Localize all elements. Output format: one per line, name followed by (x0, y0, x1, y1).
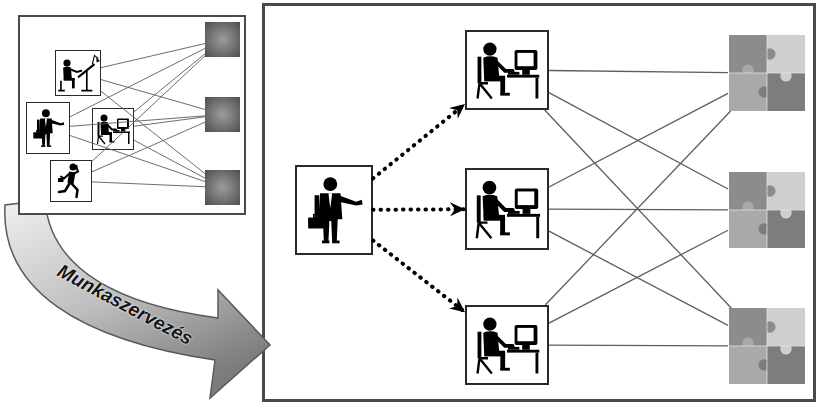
puzzle-icon (728, 308, 806, 384)
task-square (205, 170, 240, 205)
manager-icon (308, 177, 363, 243)
link-line (101, 44, 205, 68)
link-line (92, 56, 205, 162)
person-icon (55, 50, 101, 96)
link-line (549, 70, 728, 72)
group-frame (18, 15, 246, 215)
dotted-arrow (373, 207, 465, 212)
link-line (549, 231, 728, 325)
group-frame (262, 3, 816, 402)
person-icon (98, 115, 131, 145)
arrow-body (5, 200, 270, 398)
icon-graphic (205, 170, 240, 205)
icon-graphic (51, 161, 91, 201)
curved-arrow: Munkaszervezés (0, 195, 276, 404)
icon-graphic (467, 32, 547, 108)
link-line (134, 54, 205, 112)
worker-icon (478, 317, 540, 373)
link-line (549, 345, 728, 347)
worker-icon (477, 181, 540, 239)
worker-icon (465, 168, 549, 250)
person-icon (58, 164, 78, 198)
icon-graphic (467, 170, 547, 248)
icon-graphic (297, 167, 371, 253)
puzzle-icon (728, 35, 806, 111)
icon-graphic (93, 109, 133, 149)
manager-icon (26, 102, 70, 154)
puzzle-icon (729, 172, 805, 248)
icon-graphic (467, 307, 547, 383)
link-line (101, 80, 205, 110)
link-line (70, 136, 205, 182)
task-square (205, 97, 240, 132)
icon-graphic (56, 51, 100, 95)
task-square (205, 97, 240, 132)
manager-icon (33, 109, 64, 147)
link-line (549, 93, 728, 187)
link-line (549, 230, 728, 323)
person-icon (92, 108, 134, 150)
icon-graphic (728, 35, 806, 111)
icon-graphic (205, 97, 240, 132)
link-line (549, 93, 728, 189)
link-line (70, 48, 205, 116)
link-line (134, 117, 205, 126)
puzzle-icon (729, 308, 805, 384)
link-line (134, 140, 205, 178)
icon-graphic (728, 172, 806, 248)
link-line (101, 91, 205, 173)
worker-icon (478, 42, 540, 98)
worker-icon (465, 305, 549, 385)
link-line (70, 116, 205, 126)
person-icon (58, 55, 100, 90)
puzzle-icon (729, 35, 805, 111)
task-square (205, 22, 240, 57)
task-square (205, 22, 240, 57)
icon-graphic (27, 103, 69, 153)
dotted-arrow (373, 104, 465, 178)
dotted-arrow (373, 240, 465, 312)
worker-icon (465, 30, 549, 110)
icon-graphic (728, 308, 806, 384)
person-icon (50, 160, 92, 202)
link-line (92, 122, 205, 172)
task-square (205, 170, 240, 205)
link-line (92, 182, 205, 187)
link-line (545, 110, 732, 308)
icon-graphic (205, 22, 240, 57)
link-line (545, 111, 730, 305)
link-line (549, 209, 728, 211)
manager-icon (295, 165, 373, 255)
puzzle-icon (728, 172, 806, 248)
